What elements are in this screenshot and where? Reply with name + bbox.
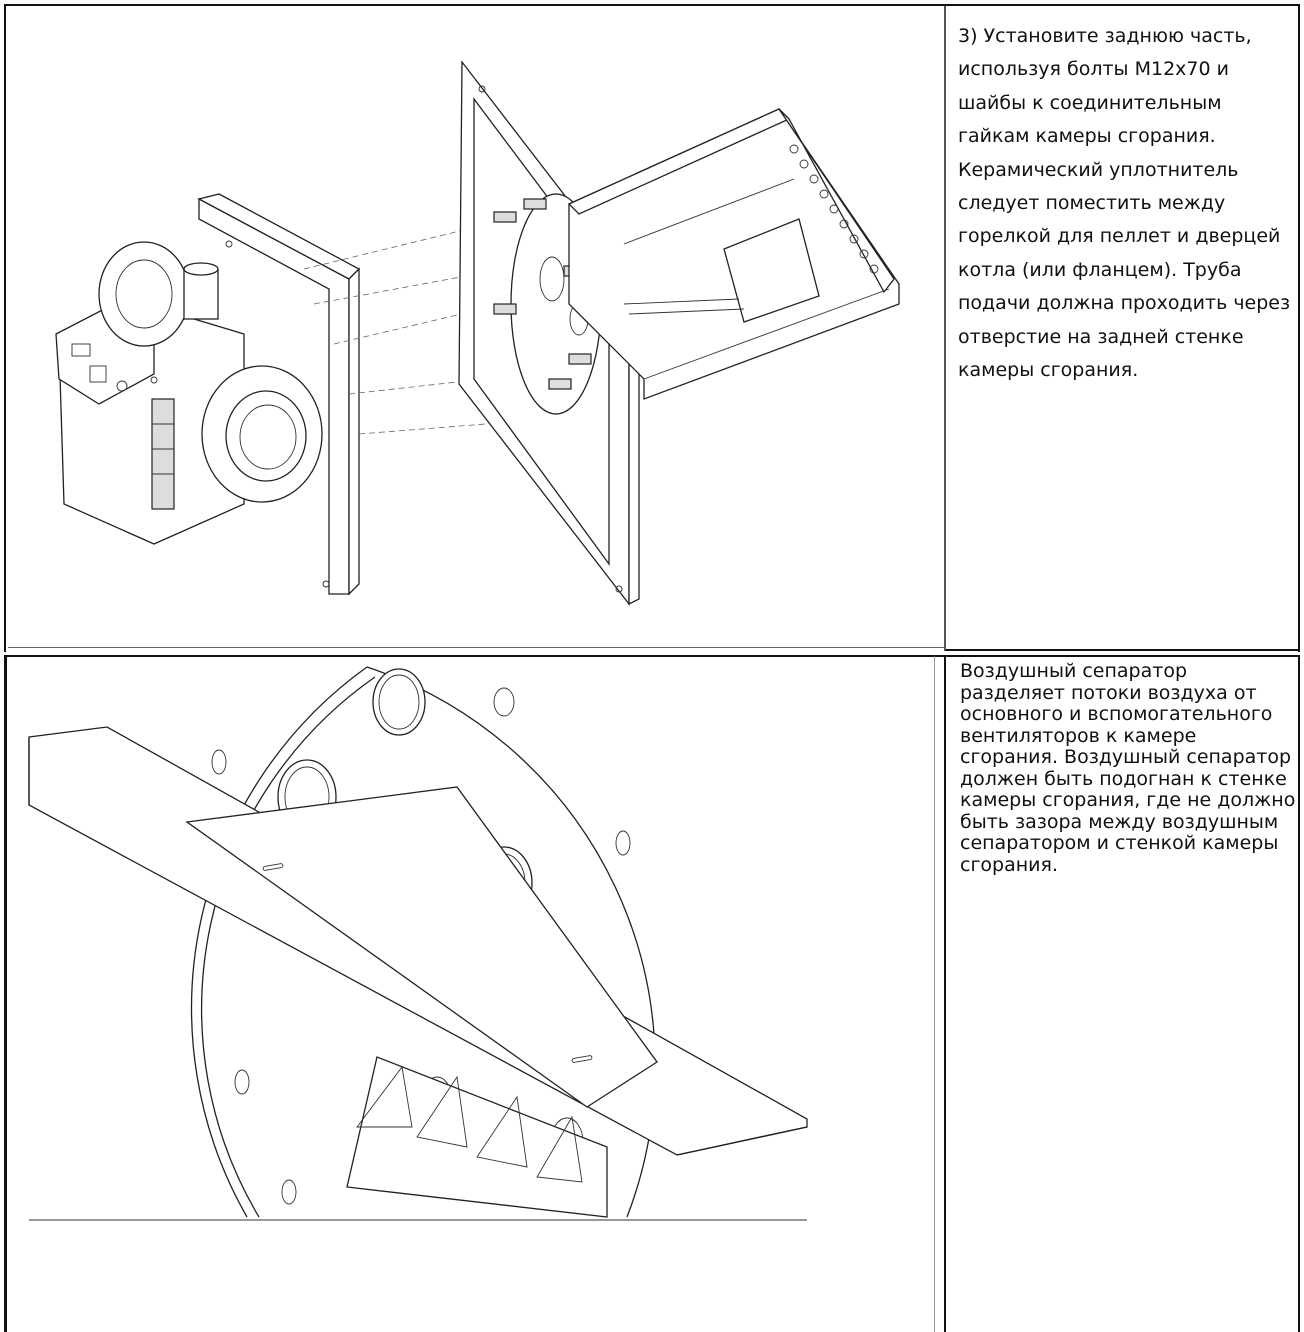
air-separator-drawing [28,666,808,1221]
plate-hole [372,668,426,736]
divider [8,647,945,648]
separator-shelf [185,786,658,1108]
display-window [71,343,91,357]
bolt [568,353,592,365]
terminal-strip [151,398,175,510]
bolt [493,303,517,315]
slot [571,1055,593,1063]
bolt [523,198,547,210]
burner-assembly-drawing [55,60,900,606]
gutter [934,655,944,1332]
step-3-text-cell: 3) Установите заднюю часть, используя бо… [945,4,1300,651]
lower-frame [346,1056,608,1218]
air-separator-instructions: Воздушный сепаратор разделяет потоки воз… [960,660,1296,876]
bolt [548,378,572,390]
burner-assembly-illustration [4,4,945,651]
bolt [493,211,517,223]
step-3-instructions: 3) Установите заднюю часть, используя бо… [958,25,1291,382]
air-separator-illustration [4,655,934,1332]
air-separator-text-cell: Воздушный сепаратор разделяет потоки воз… [944,655,1300,1332]
secondary-fan [98,241,190,347]
keypad [89,365,107,383]
feed-pipe [183,268,219,320]
slot [262,863,284,871]
